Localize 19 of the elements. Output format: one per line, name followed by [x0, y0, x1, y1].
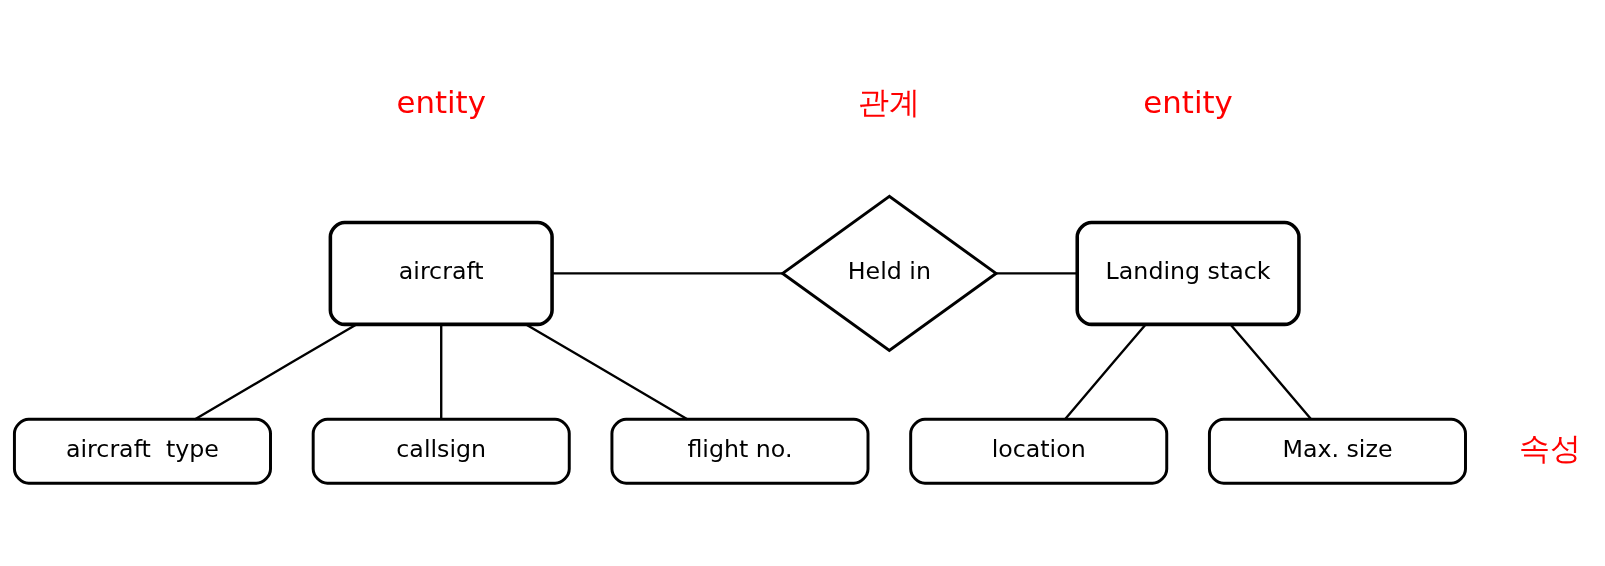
node-diamond: Held in: [780, 194, 999, 352]
label: 관계: [858, 83, 921, 120]
node-box: callsign: [311, 417, 571, 485]
connector: [552, 271, 783, 275]
label: entity: [396, 83, 486, 120]
connector: [525, 322, 688, 420]
connector: [1229, 323, 1312, 420]
label: entity: [1143, 83, 1233, 120]
connector: [1064, 323, 1147, 420]
connector: [194, 322, 357, 420]
node-box: flight no.: [610, 417, 870, 485]
node-box: Max. size: [1207, 417, 1467, 485]
node-box: aircraft: [328, 220, 554, 326]
node-box: Landing stack: [1075, 220, 1301, 326]
node-box: location: [909, 417, 1169, 485]
node-box: aircraft type: [12, 417, 272, 485]
label: 속성: [1518, 429, 1581, 466]
connector: [996, 271, 1078, 275]
connector: [440, 323, 443, 419]
